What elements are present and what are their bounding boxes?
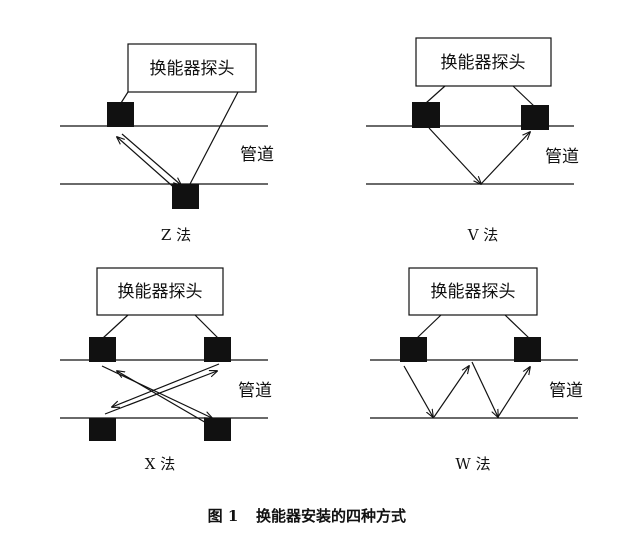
transducer-downstream [521,105,549,130]
signal-arrow [117,371,209,425]
signal-arrow [428,127,481,184]
pipe-label: 管道 [545,147,579,167]
panel-z-method: 换能器探头 管道 Z 法 [60,43,274,244]
caption-number: 图 1 [208,507,239,525]
signal-arrow [480,132,530,185]
signal-arrow [112,363,220,407]
transducer-downstream [514,337,541,362]
figure-caption: 图 1 换能器安装的四种方式 [208,507,406,525]
transducer-upstream [89,337,116,362]
cable [188,91,239,187]
panel-v-method: 换能器探头 管道 V 法 [366,37,579,244]
signal-arrow [471,361,498,417]
cable [120,91,129,104]
panel-x-method: 换能器探头 管道 X 法 [60,267,272,473]
transducer-upstream [107,102,134,127]
signal-arrow [121,133,181,185]
transducer-box [415,37,552,87]
method-label: Z 法 [161,226,191,244]
signal-arrow [117,137,179,192]
cable [425,85,446,104]
pipe-label: 管道 [240,145,274,165]
panel-w-method: 换能器探头 管道 W 法 [370,267,583,473]
signal-arrow [403,365,433,417]
method-label: W 法 [455,455,490,473]
transducer-upstream [412,102,440,128]
cable [194,314,219,339]
transducer-box [96,267,224,316]
pipe-label: 管道 [549,381,583,401]
cable [416,314,442,339]
method-label: V 法 [467,226,499,244]
cable [102,314,129,339]
transducer-downstream [204,337,231,362]
caption-text: 换能器安装的四种方式 [256,507,406,525]
transducer-upstream [89,418,116,441]
signal-arrow [433,366,469,418]
cable [512,85,535,107]
method-label: X 法 [145,455,175,473]
signal-arrow [104,371,217,415]
transducer-label: 换能器探头 [431,282,516,302]
transducer-label: 换能器探头 [150,59,235,79]
transducer-downstream [204,418,231,441]
transducer-label: 换能器探头 [118,282,203,302]
transducer-upstream [400,337,427,362]
transducer-box [127,43,257,93]
transducer-box [408,267,538,316]
pipe-label: 管道 [238,381,272,401]
cable [504,314,530,339]
transducer-downstream [172,184,199,209]
transducer-label: 换能器探头 [441,53,526,73]
signal-arrow [497,367,530,418]
